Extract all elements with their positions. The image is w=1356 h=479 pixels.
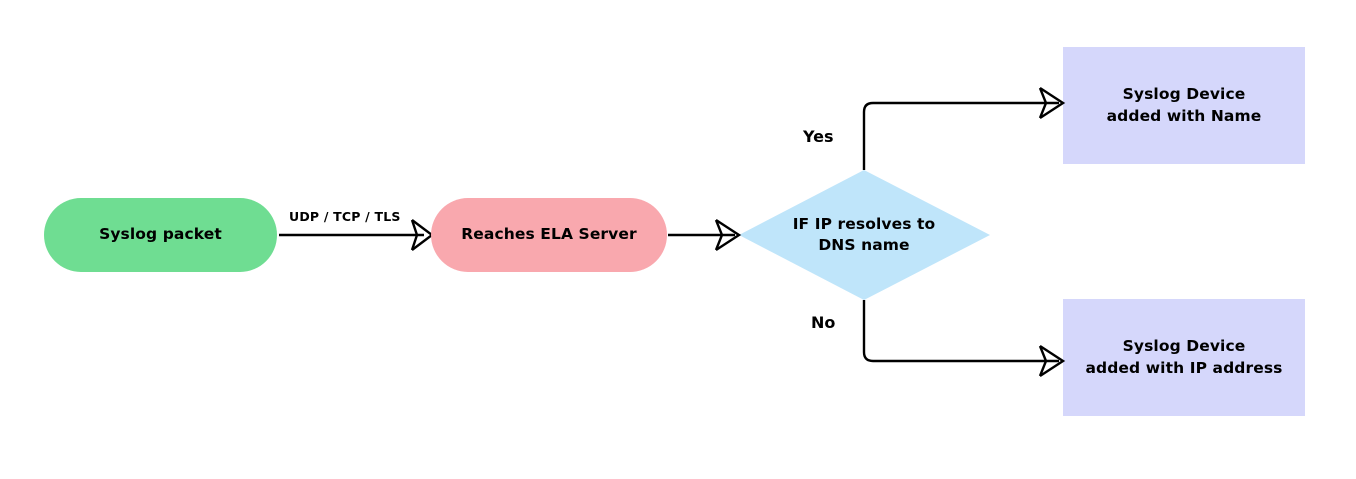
arrowhead-server-to-decision-tail: [714, 219, 724, 251]
node-result-added-with-ip-line2: added with IP address: [1085, 358, 1283, 377]
arrowhead-decision-yes-tail: [1038, 87, 1048, 119]
connector-decision-yes: [862, 101, 1059, 170]
node-result-added-with-name[interactable]: Syslog Device added with Name: [1063, 47, 1305, 164]
node-result-added-with-ip-line1: Syslog Device: [1122, 337, 1246, 356]
arrowhead-start-to-server-tail: [410, 219, 419, 251]
node-decision-ip-resolves[interactable]: IF IP resolves to DNS name: [764, 205, 964, 265]
node-syslog-packet[interactable]: Syslog packet: [44, 198, 277, 272]
edge-label-yes: Yes: [803, 127, 834, 146]
arrowhead-decision-yes: [1039, 86, 1066, 120]
node-decision-label-line2: DNS name: [818, 236, 910, 254]
node-result-added-with-ip[interactable]: Syslog Device added with IP address: [1063, 299, 1305, 416]
result-ip-box-shape: [1063, 299, 1305, 416]
result-name-box-shape: [1063, 47, 1305, 164]
node-reaches-ela-server-label: Reaches ELA Server: [461, 225, 637, 244]
connector-decision-no: [862, 300, 1059, 363]
edge-label-no: No: [811, 313, 836, 332]
node-result-added-with-name-line2: added with Name: [1106, 106, 1262, 125]
arrowhead-decision-no-tail: [1038, 345, 1048, 377]
node-decision-label-line1: IF IP resolves to: [792, 214, 936, 233]
node-syslog-packet-label: Syslog packet: [99, 225, 222, 244]
decision-diamond-shape: [739, 170, 990, 300]
node-result-added-with-name-line1: Syslog Device: [1122, 85, 1246, 104]
node-reaches-ela-server[interactable]: Reaches ELA Server: [431, 198, 667, 272]
arrowhead-server-to-decision: [715, 218, 742, 252]
arrowhead-decision-no: [1039, 344, 1066, 378]
edge-label-protocol: UDP / TCP / TLS: [289, 209, 401, 224]
